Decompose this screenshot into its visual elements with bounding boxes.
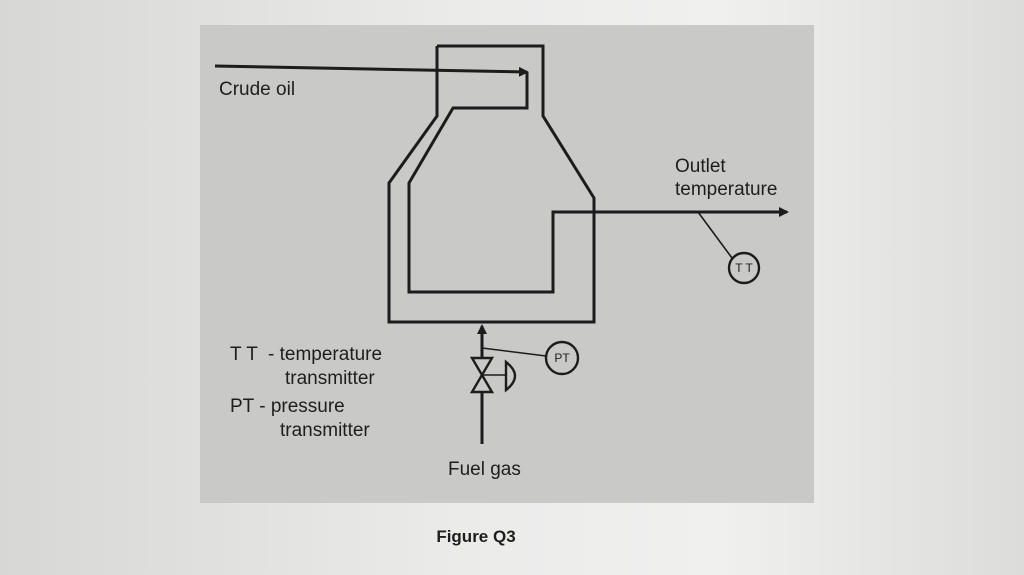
legend-pt-line2: transmitter bbox=[280, 420, 370, 441]
diagram-panel bbox=[200, 25, 814, 503]
tt-leader-line bbox=[697, 211, 733, 259]
outlet-label-line2: temperature bbox=[675, 179, 777, 200]
fuel-gas-label: Fuel gas bbox=[448, 459, 521, 480]
furnace-outer-wall bbox=[387, 44, 596, 324]
legend-tt-line2: transmitter bbox=[285, 368, 375, 389]
inner-coil-path bbox=[407, 72, 594, 294]
tt-instrument-bubble bbox=[727, 251, 761, 285]
legend-pt-line1: PT - pressure bbox=[230, 396, 345, 417]
tt-instrument-label: T T bbox=[735, 261, 753, 275]
crude-oil-inlet-line bbox=[214, 64, 529, 77]
crude-oil-label: Crude oil bbox=[219, 79, 295, 100]
outlet-label-line1: Outlet bbox=[675, 156, 726, 177]
pt-instrument-label: PT bbox=[554, 351, 570, 365]
valve-actuator-icon bbox=[504, 359, 517, 393]
pt-instrument-bubble bbox=[544, 340, 580, 376]
legend-tt-line1: T T - temperature bbox=[230, 344, 382, 365]
pt-leader-line bbox=[481, 347, 547, 357]
figure-caption: Figure Q3 bbox=[436, 527, 515, 546]
